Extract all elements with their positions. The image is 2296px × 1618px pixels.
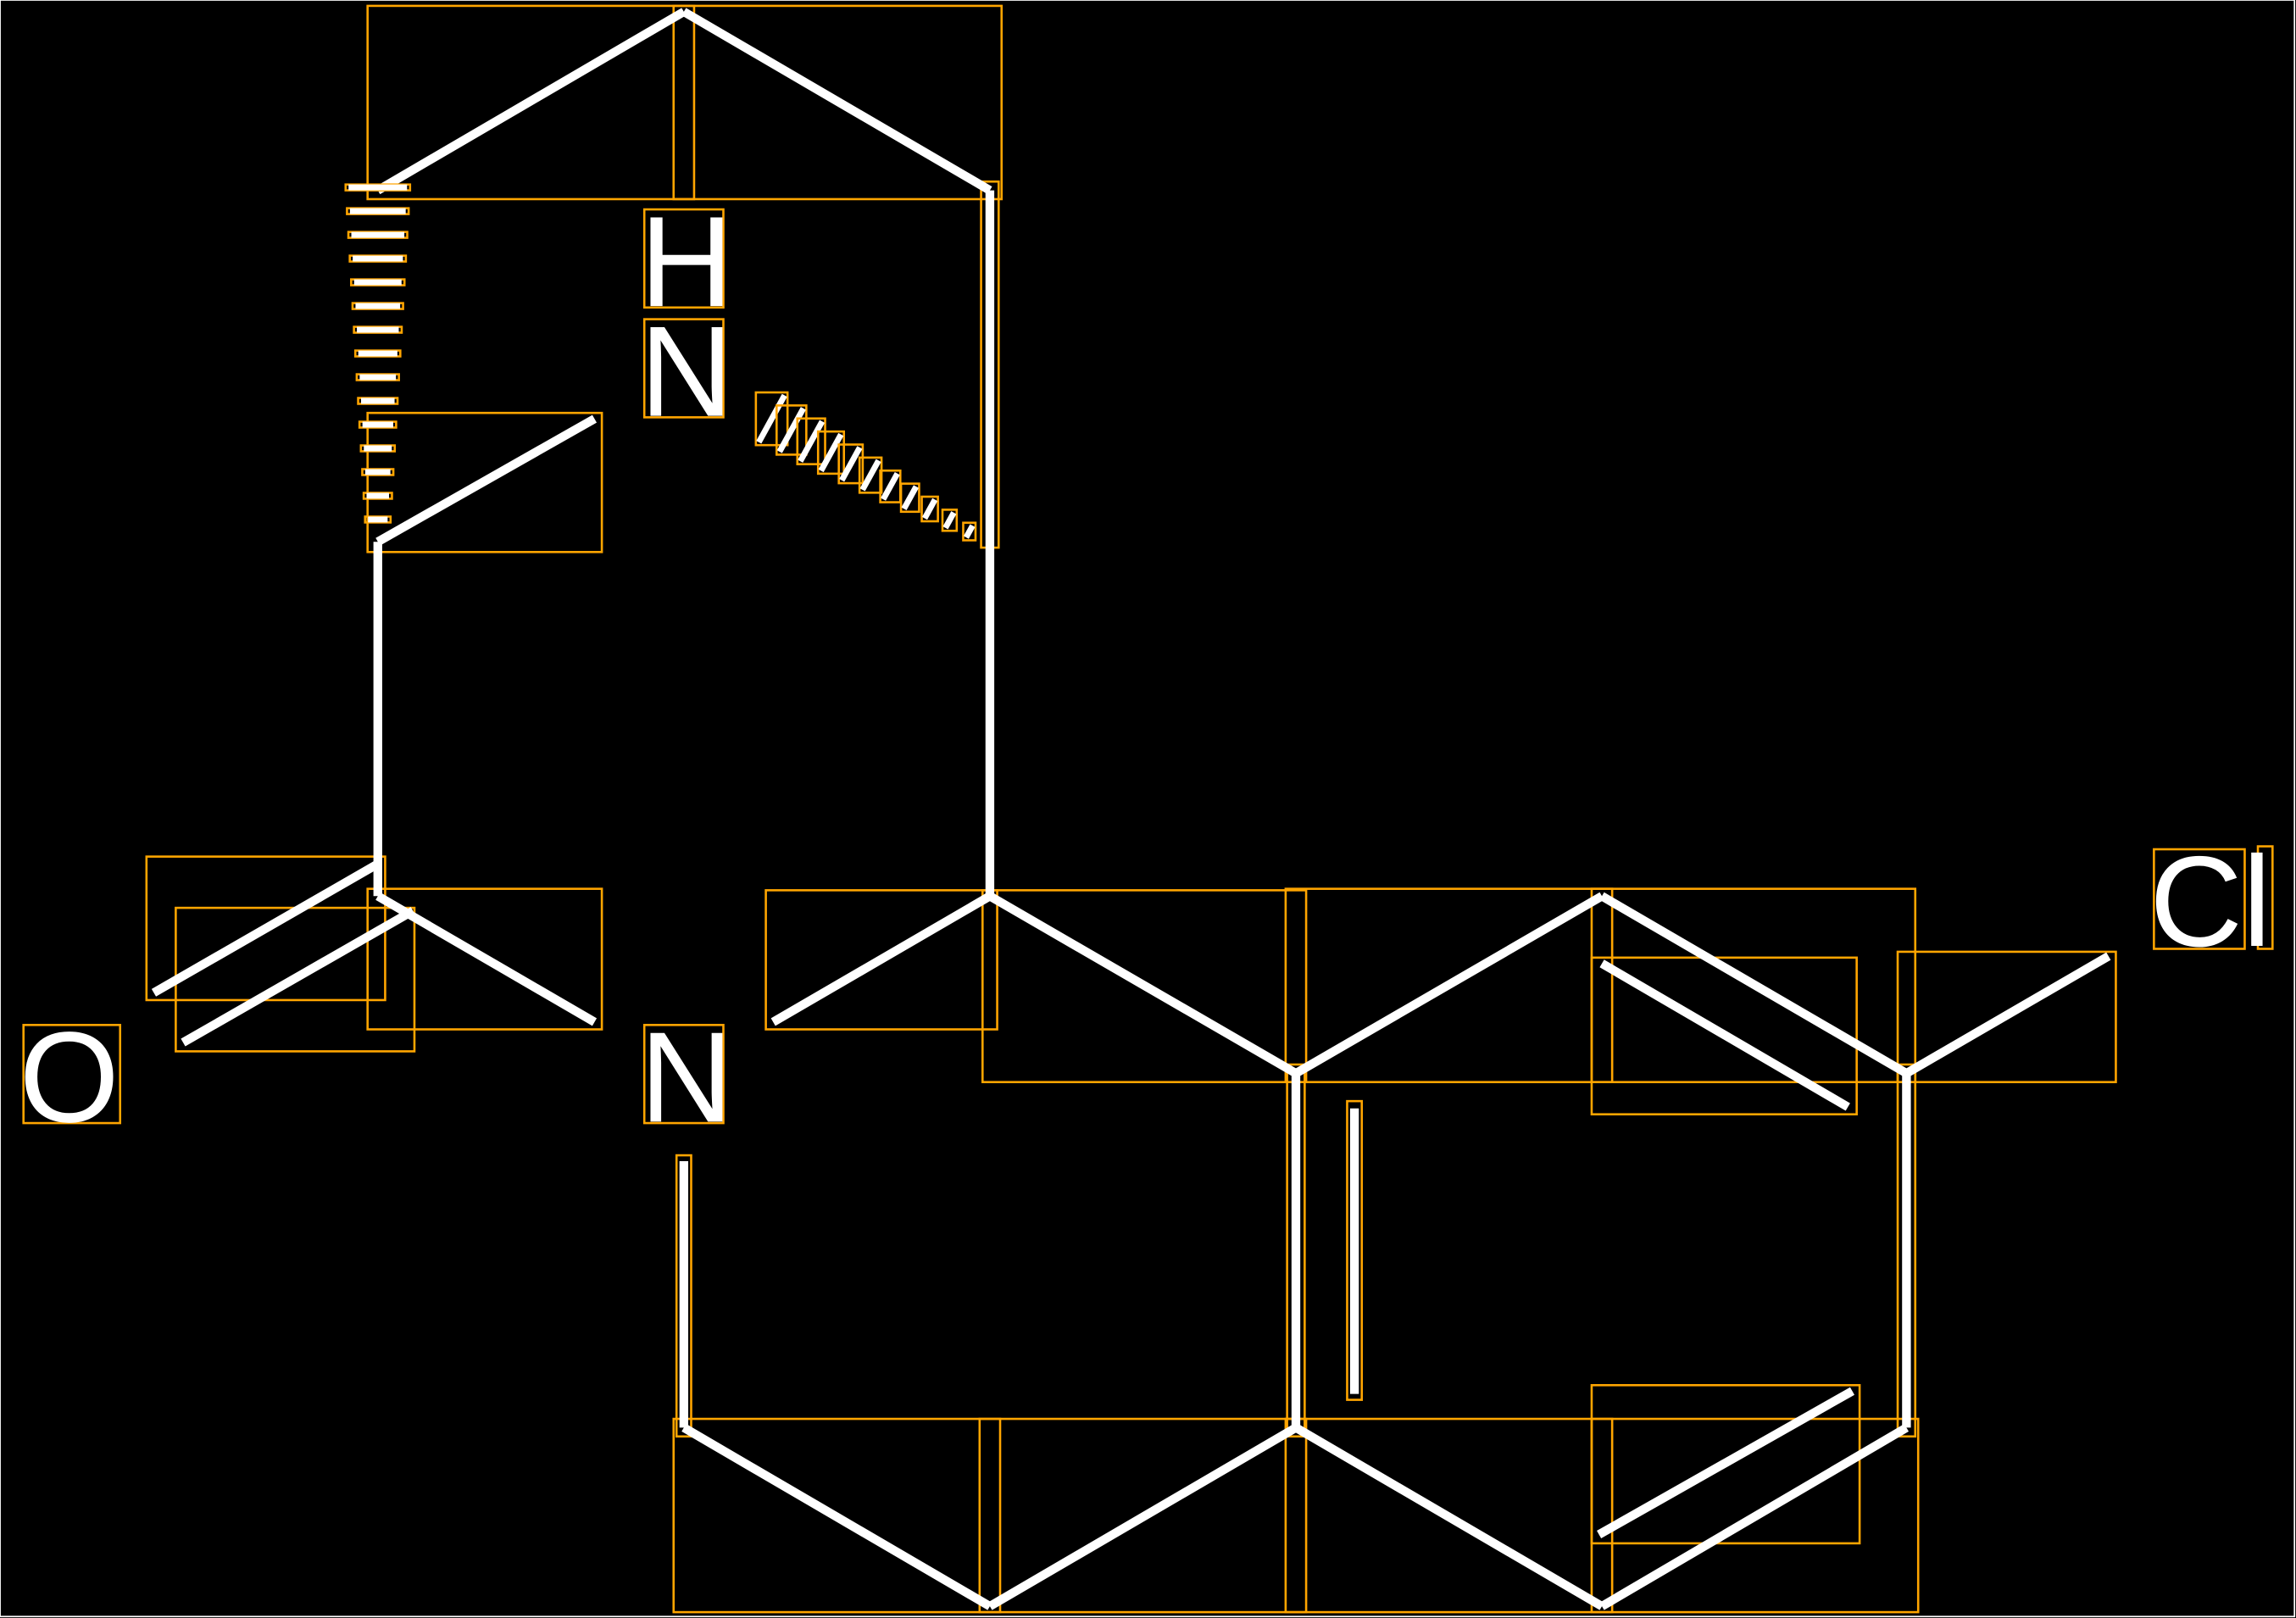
hash-segment	[839, 446, 863, 482]
bond	[987, 1423, 1298, 1610]
bond	[1293, 892, 1604, 1077]
bond	[375, 414, 598, 546]
hash-box	[941, 509, 959, 532]
hash-box	[816, 430, 846, 475]
hash-box	[962, 521, 977, 542]
hash-segment	[798, 420, 826, 463]
hash-segment	[942, 511, 957, 530]
hash-box	[776, 404, 808, 456]
bonds	[151, 8, 2111, 1610]
hash-box	[754, 391, 789, 447]
hash-box	[858, 456, 883, 494]
hash-segment	[818, 432, 844, 473]
hash-segment	[756, 393, 787, 444]
bond	[681, 8, 992, 195]
atom-label-h: H	[640, 190, 733, 334]
double-bond-inner	[1597, 1387, 1855, 1539]
hash-segment	[776, 407, 806, 453]
bond	[681, 1423, 992, 1610]
bond	[375, 8, 687, 195]
atom-label-cl: Cl	[2149, 830, 2271, 974]
hash-box	[796, 417, 826, 465]
double-bond-outer	[151, 859, 381, 997]
hash-segment	[901, 485, 920, 511]
hashed-wedge-bond	[344, 183, 412, 524]
bond	[375, 892, 598, 1026]
bond	[987, 892, 1298, 1077]
bounding-boxes	[22, 4, 2274, 1614]
atom-label-n-ring: N	[640, 1005, 733, 1149]
bond	[770, 892, 992, 1026]
hashed-wedge-bond	[754, 391, 977, 542]
atom-labels: H N N O Cl	[19, 190, 2271, 1149]
hash-box	[920, 495, 939, 523]
bond	[1293, 1423, 1604, 1610]
hash-segment	[859, 459, 881, 492]
bond	[1599, 1423, 1910, 1610]
atom-label-n-amine: N	[640, 300, 733, 444]
hash-box	[837, 443, 864, 485]
bond	[1599, 892, 1910, 1077]
double-bond-inner	[181, 907, 415, 1047]
hash-segment	[921, 498, 938, 520]
double-bond-inner	[1599, 959, 1850, 1111]
bond-to-cl	[1904, 952, 2111, 1077]
hash-segment	[963, 524, 976, 539]
hash-box	[899, 482, 920, 514]
hash-segment	[881, 472, 900, 501]
atom-label-o: O	[19, 1005, 120, 1149]
